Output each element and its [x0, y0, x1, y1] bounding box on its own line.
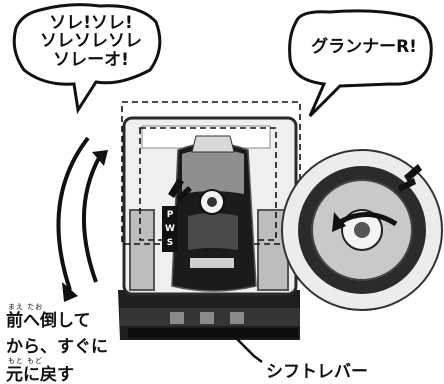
- rotation-arrows-icon: [56, 136, 108, 302]
- instruction-ruby-3: もと もど: [8, 357, 43, 365]
- shout-line-1: ソレ!ソレ!: [49, 13, 133, 33]
- mode-letter-p: P: [166, 210, 174, 220]
- instruction-text: まえ たお 前へ倒して から、すぐに もと もど 元に戻す: [6, 303, 156, 384]
- name-text: グランナーR!: [311, 37, 417, 57]
- motion-lines-icon: [168, 178, 192, 202]
- callout-line: [235, 337, 263, 363]
- instruction-ruby-1: まえ たお: [8, 303, 44, 311]
- device-base: [118, 290, 300, 340]
- name-speech-bubble: [288, 9, 433, 118]
- mode-letter-s: S: [166, 238, 174, 248]
- spin-arrow-icon: [332, 212, 398, 232]
- shift-lever-label: シフトレバー: [266, 362, 368, 382]
- instruction-line-1: 前へ倒して: [6, 311, 91, 331]
- mode-letters-panel: [162, 206, 178, 252]
- instruction-line-2: から、すぐに: [6, 337, 108, 357]
- toy-car: [171, 135, 257, 292]
- shout-line-2: ソレソレソレ: [40, 31, 142, 52]
- dial-wheel: [281, 149, 443, 311]
- mode-letter-w: W: [165, 224, 175, 234]
- shout-text: ソレ!ソレ! ソレソレソレ ソレーオ!: [24, 14, 158, 69]
- dial-motion-lines-icon: [398, 164, 422, 192]
- shout-line-3: ソレーオ!: [53, 49, 129, 70]
- instruction-line-3: 元に戻す: [6, 365, 74, 384]
- mode-letters: P W S: [162, 208, 178, 250]
- shout-speech-bubble: [12, 3, 162, 115]
